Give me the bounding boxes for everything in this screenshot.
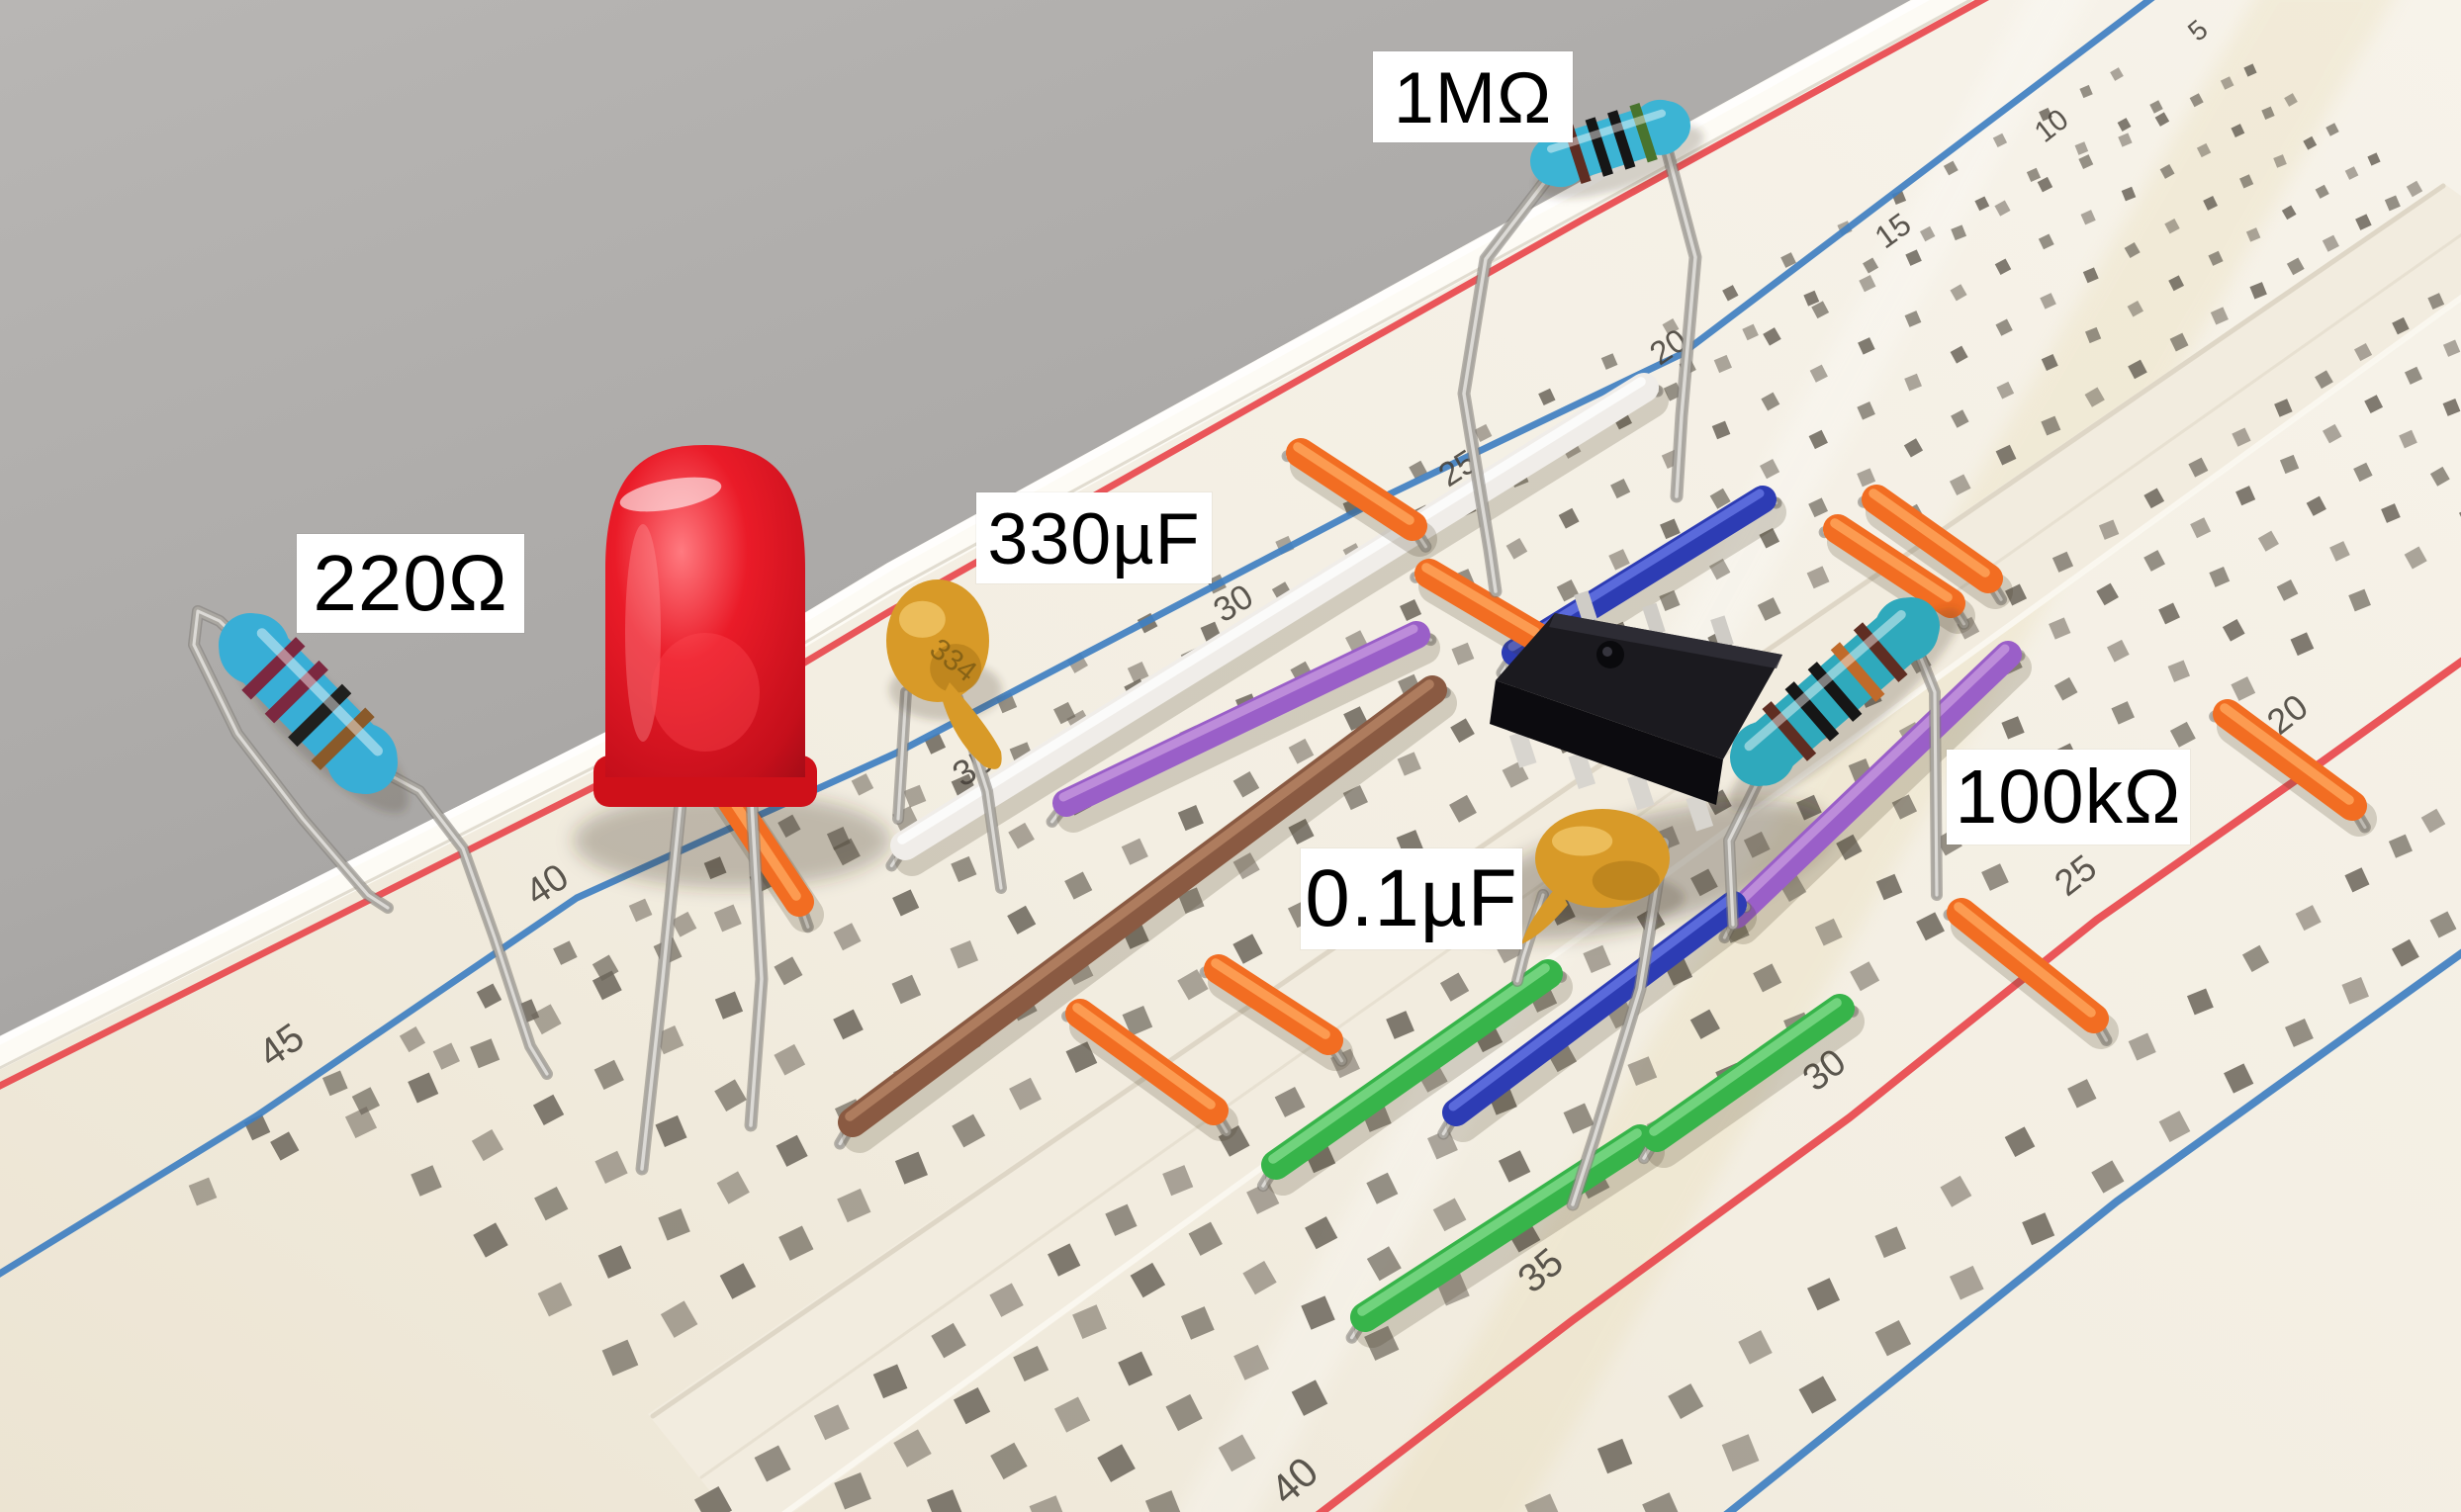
- resistor-100kohm: [1723, 597, 1961, 931]
- orange-jumpers: [692, 438, 2377, 1141]
- resistor-220ohm: [188, 605, 553, 1080]
- capacitor-0p1uf-body: [1535, 809, 1685, 923]
- purple-jumpers: [1046, 621, 2032, 944]
- resistor-1mohm: [1457, 99, 1704, 598]
- red-led: [593, 445, 817, 1176]
- resistor-1mohm-body: [1530, 99, 1704, 199]
- green-jumpers: [1256, 959, 1865, 1348]
- resistor-100kohm-body: [1728, 597, 1961, 812]
- capacitor-0p1uf: [1511, 809, 1685, 1211]
- brown-jumper: [834, 675, 1457, 1153]
- label-330uf: 330µF: [976, 492, 1212, 583]
- capacitor-330uf: 334: [886, 579, 1007, 894]
- capacitor-330uf-body: [886, 579, 1003, 721]
- jumper-wires: [692, 373, 2377, 1348]
- label-220ohm: 220Ω: [297, 534, 524, 633]
- components: 334: [188, 99, 1961, 1211]
- label-1mohm: 1MΩ: [1373, 51, 1573, 142]
- label-0p1uf: 0.1µF: [1301, 848, 1522, 949]
- ic-chip: [1490, 590, 1782, 832]
- label-100kohm: 100kΩ: [1947, 750, 2190, 845]
- white-jumper: [885, 373, 1669, 876]
- resistor-220ohm-body: [219, 613, 409, 814]
